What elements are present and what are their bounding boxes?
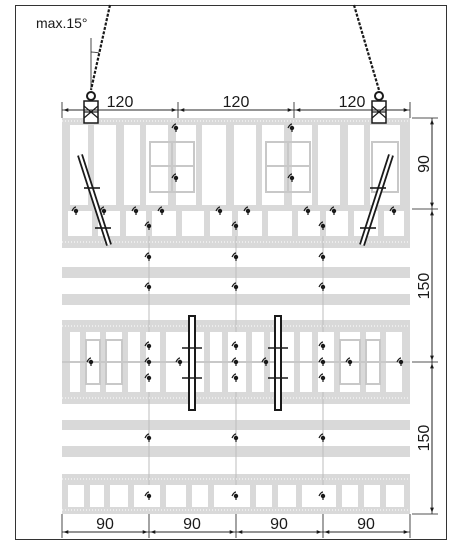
tie-rod-symbol [318,282,326,291]
tie-rod-symbol [318,221,326,230]
tie-rod-symbol [144,357,152,366]
tie-rod-symbol [345,357,353,366]
tie-rod-symbol [171,173,179,182]
left-chain [89,4,112,91]
tie-rod-symbol [71,206,79,215]
bottom-dim-1: 90 [96,516,114,533]
tie-rod-symbol [287,173,295,182]
tie-rod-symbol [287,123,295,132]
left-lifting-hook [83,91,99,124]
tie-rod-symbol [243,206,251,215]
tie-rod-symbol [144,282,152,291]
tie-rod-symbol [318,491,326,500]
top-dim-1: 120 [107,94,134,111]
right-dim-3: 150 [416,425,433,452]
tie-rod-symbol [86,357,94,366]
right-lifting-hook [371,91,387,124]
angle-arc [90,51,100,54]
bottom-dimension-line [61,514,411,538]
right-dim-1: 90 [416,155,433,173]
left-vertical-brace [182,315,202,411]
tie-rod-symbol [144,221,152,230]
right-chain [352,4,381,91]
right-vertical-brace [268,315,288,411]
tie-rod-symbol [396,357,404,366]
tie-rod-symbol [231,373,239,382]
tie-rod-symbol [171,123,179,132]
tie-rod-symbol [144,491,152,500]
tie-rod-symbol [261,357,269,366]
band-dotted-lines [62,120,410,511]
upper-strip-members [62,211,410,236]
tie-rod-symbol [231,341,239,350]
tie-rod-symbol [144,373,152,382]
right-dim-2: 150 [416,273,433,300]
tie-rod-symbol [131,206,139,215]
tie-rod-symbol [231,282,239,291]
top-dimension-line [61,102,411,118]
tie-rod-symbol [144,341,152,350]
tie-rod-symbol [303,206,311,215]
tie-rod-symbol [318,373,326,382]
tie-rod-symbol [389,206,397,215]
tie-rod-symbol [231,357,239,366]
left-diagonal-brace [77,154,112,246]
tie-rod-symbol [215,206,223,215]
right-diagonal-brace [359,154,394,246]
lifting-chains [89,4,381,91]
tie-rod-symbol [318,357,326,366]
tie-rod-symbol [144,252,152,261]
bottom-dim-3: 90 [270,516,288,533]
tie-rod-symbol [231,433,239,442]
top-dim-2: 120 [223,94,250,111]
max-angle-label: max.15° [36,15,88,31]
tie-rod-symbol [318,252,326,261]
top-dim-3: 120 [339,94,366,111]
tie-rod-symbol [231,252,239,261]
tie-rod-symbol [144,433,152,442]
formwork-panel [62,118,410,514]
tie-rod-symbol [329,206,337,215]
tie-rod-symbol [231,491,239,500]
right-dimension-line [412,117,438,515]
bottom-dim-2: 90 [183,516,201,533]
tie-rod-symbols [71,123,404,500]
bottom-dim-4: 90 [357,516,375,533]
upper-frames [149,141,399,193]
bottom-vertical-members [62,485,410,507]
tie-rod-symbol [175,357,183,366]
tie-rod-symbol [318,341,326,350]
tie-rod-symbol [157,206,165,215]
tie-rod-symbol [318,433,326,442]
drawing-frame [15,5,447,540]
tie-rod-symbol [231,221,239,230]
